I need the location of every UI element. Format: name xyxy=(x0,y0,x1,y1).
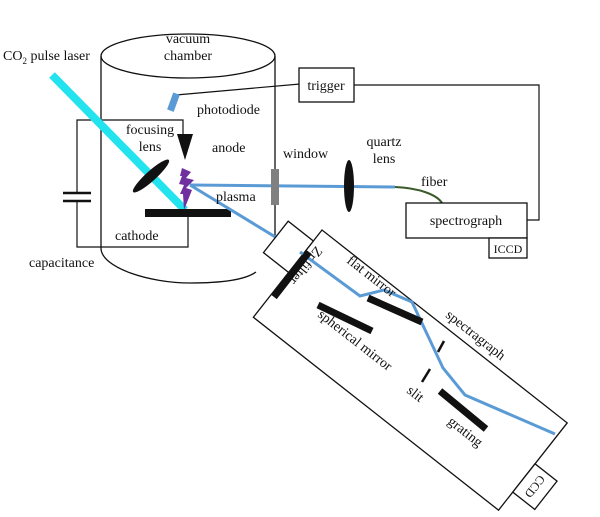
focusing-lens-label-2: lens xyxy=(139,140,162,155)
euv-optical-path xyxy=(299,250,556,436)
iccd-box xyxy=(488,237,528,259)
ccd-box xyxy=(511,462,558,511)
trigger-wire xyxy=(354,84,540,221)
optical-fiber xyxy=(394,186,443,204)
co2-laser-beam xyxy=(49,72,188,213)
vacuum-chamber-label-1: vacuum xyxy=(166,32,210,47)
grating xyxy=(437,388,489,432)
vacuum-chamber-label-2: chamber xyxy=(164,49,213,64)
spherical-mirror xyxy=(316,301,374,335)
chamber-bottom xyxy=(100,247,257,284)
fiber-label: fiber xyxy=(421,175,448,190)
cathode-wire xyxy=(76,202,189,248)
visible-emission-path xyxy=(189,183,396,189)
quartz-lens-label-1: quartz xyxy=(367,135,402,150)
slit-lower xyxy=(420,368,432,383)
iccd-label: ICCD xyxy=(494,242,523,256)
trigger-label: trigger xyxy=(307,79,345,94)
focusing-lens xyxy=(132,159,170,193)
capacitance-label: capacitance xyxy=(29,256,94,271)
quartz-lens xyxy=(344,160,354,212)
cathode-electrode xyxy=(145,209,231,217)
co2-laser-label: CO2 pulse laser xyxy=(3,49,90,66)
window xyxy=(271,169,279,205)
zr-filter xyxy=(271,249,312,300)
plasma-icon xyxy=(179,168,194,210)
cathode-label: cathode xyxy=(115,229,159,244)
window-label: window xyxy=(283,147,329,162)
spectrograph-box xyxy=(405,202,528,239)
quartz-lens-label-2: lens xyxy=(373,152,396,167)
photodiode-wire xyxy=(175,83,301,96)
photodiode-label: photodiode xyxy=(197,103,260,118)
plasma-label: plasma xyxy=(216,190,256,205)
discharge-circuit xyxy=(63,119,189,248)
euv-spectrograph: CCD spectragraph Zr filter xyxy=(252,220,569,512)
slit-upper xyxy=(436,340,446,353)
photodiode xyxy=(167,92,180,112)
anode-electrode xyxy=(177,134,193,160)
anode-label: anode xyxy=(212,141,245,156)
spectrograph-label: spectrograph xyxy=(430,214,502,229)
anode-wire xyxy=(76,119,184,193)
flat-mirror xyxy=(366,294,424,326)
focusing-lens-label-1: focusing xyxy=(126,123,174,138)
